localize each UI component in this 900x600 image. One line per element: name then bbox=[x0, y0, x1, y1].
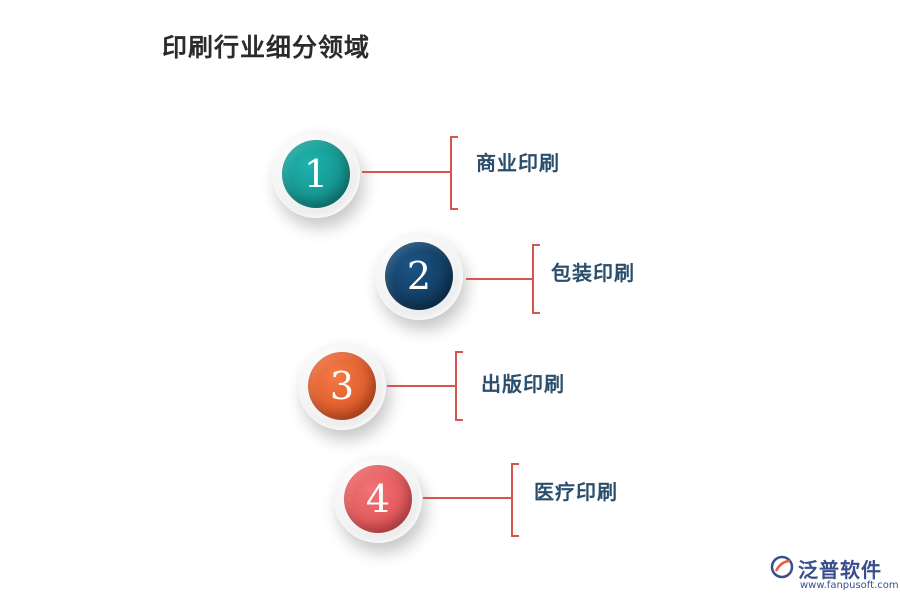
number-text: 4 bbox=[365, 477, 391, 521]
logo-url: www.fanpusoft.com bbox=[800, 580, 899, 591]
bracket bbox=[450, 136, 458, 210]
number-disc: 2 bbox=[375, 232, 463, 320]
number-disc: 3 bbox=[298, 342, 386, 430]
item-label: 包装印刷 bbox=[551, 261, 635, 285]
number-disc: 1 bbox=[272, 130, 360, 218]
item-label: 商业印刷 bbox=[476, 151, 560, 175]
brand-logo: 泛普软件 bbox=[770, 554, 882, 583]
bracket bbox=[511, 463, 519, 537]
logo-text: 泛普软件 bbox=[798, 558, 882, 582]
number-text: 2 bbox=[406, 254, 432, 298]
number-text: 3 bbox=[329, 364, 355, 408]
page-title: 印刷行业细分领域 bbox=[162, 33, 371, 62]
number-disc: 4 bbox=[334, 455, 422, 543]
connector-line bbox=[466, 278, 532, 280]
number-badge: 4 bbox=[344, 465, 412, 533]
item-label: 出版印刷 bbox=[481, 372, 565, 396]
bracket bbox=[532, 244, 540, 314]
number-text: 1 bbox=[303, 152, 329, 196]
connector-line bbox=[362, 171, 450, 173]
bracket bbox=[455, 351, 463, 421]
connector-line bbox=[423, 497, 511, 499]
number-badge: 3 bbox=[308, 352, 376, 420]
number-badge: 2 bbox=[385, 242, 453, 310]
number-badge: 1 bbox=[282, 140, 350, 208]
item-label: 医疗印刷 bbox=[534, 480, 618, 504]
fanpu-logo-icon bbox=[770, 555, 794, 583]
connector-line bbox=[387, 385, 455, 387]
